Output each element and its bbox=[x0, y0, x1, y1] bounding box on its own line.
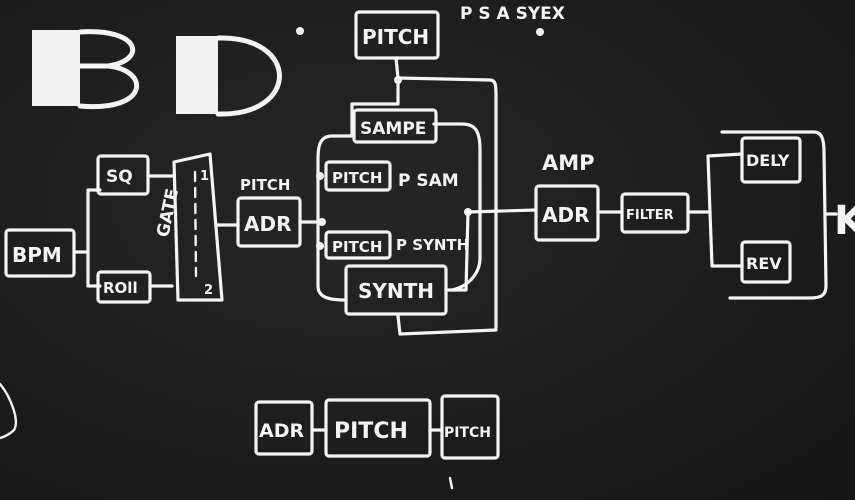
reverb-block[interactable]: REV bbox=[740, 240, 792, 284]
junction-dot bbox=[316, 172, 324, 180]
delay-block[interactable]: DELY bbox=[740, 136, 802, 184]
bpm-block[interactable]: BPM bbox=[4, 228, 76, 278]
amp-adr-block[interactable]: ADR bbox=[534, 184, 600, 242]
title-bd: BD bbox=[0, 0, 282, 117]
amp-adr-label: ADR bbox=[542, 203, 589, 227]
gate-label: GATE bbox=[153, 187, 183, 239]
sample-label: SAMPE bbox=[360, 119, 426, 139]
bottom-pitch-2-label: PITCH bbox=[444, 425, 491, 441]
synth-label: SYNTH bbox=[358, 279, 434, 303]
fx-outline bbox=[720, 130, 828, 300]
amp-label: AMP bbox=[542, 151, 595, 175]
sq-block[interactable]: SQ bbox=[96, 154, 150, 196]
pitch-feedback-loop bbox=[396, 76, 498, 336]
sq-label: SQ bbox=[106, 167, 133, 187]
pitch-b-block[interactable]: PITCH bbox=[324, 230, 392, 260]
reverb-label: REV bbox=[746, 254, 782, 273]
chalk-mark bbox=[0, 382, 17, 440]
pitch-adr-label: ADR bbox=[244, 212, 291, 236]
bpm-label: BPM bbox=[12, 243, 62, 267]
bpm-to-roll-wire bbox=[86, 250, 102, 288]
synth-block[interactable]: SYNTH bbox=[344, 264, 448, 316]
fx-split-bottom bbox=[708, 210, 744, 268]
pitch-top-block[interactable]: PITCH bbox=[354, 10, 440, 60]
filter-label: FILTER bbox=[626, 208, 674, 223]
header-note: P S A SYEX bbox=[460, 4, 565, 24]
roll-label: ROll bbox=[103, 279, 138, 297]
pitch-b-label: PITCH bbox=[332, 238, 382, 256]
bottom-adr-block[interactable]: ADR bbox=[254, 400, 314, 456]
source-outline-left bbox=[316, 102, 354, 302]
pitch-env-label: PITCH bbox=[240, 176, 290, 194]
pitch-adr-block[interactable]: ADR bbox=[236, 196, 302, 248]
pitch-top-label: PITCH bbox=[362, 25, 429, 49]
junction-dot bbox=[394, 76, 402, 84]
synth-out-wire bbox=[444, 210, 470, 292]
mix-to-amp-wire bbox=[466, 208, 538, 214]
delay-label: DELY bbox=[746, 151, 790, 170]
pitch-top-to-sample-wire bbox=[350, 76, 400, 106]
pitch-top-wire bbox=[394, 56, 400, 80]
bpm-to-sq-wire bbox=[72, 188, 102, 254]
chalk-dot bbox=[296, 27, 304, 35]
pitch-a-block[interactable]: PITCH bbox=[324, 160, 392, 192]
source-outline-right bbox=[432, 122, 482, 292]
sample-block[interactable]: SAMPE bbox=[352, 108, 438, 144]
gate-out-1: 1 bbox=[200, 169, 209, 184]
pitch-a-label: PITCH bbox=[332, 169, 382, 187]
roll-block[interactable]: ROll bbox=[96, 270, 152, 304]
output-label: K bbox=[834, 198, 855, 244]
junction-dot bbox=[316, 242, 324, 250]
title-text: BD bbox=[0, 0, 2, 1]
psynth-label: P SYNTH bbox=[396, 236, 469, 254]
bottom-pitch-1-block[interactable]: PITCH bbox=[324, 398, 432, 458]
bottom-adr-label: ADR bbox=[259, 420, 304, 442]
chalk-mark bbox=[448, 476, 454, 490]
gate-out-2: 2 bbox=[204, 283, 213, 298]
filter-block[interactable]: FILTER bbox=[620, 192, 690, 234]
psam-label: P SAM bbox=[398, 171, 459, 191]
bottom-pitch-1-label: PITCH bbox=[334, 419, 408, 444]
junction-dot bbox=[318, 218, 326, 226]
output-block[interactable]: K bbox=[834, 198, 855, 244]
bottom-pitch-2-block[interactable]: PITCH bbox=[440, 394, 500, 460]
chalk-dot bbox=[536, 28, 544, 36]
fx-split-top bbox=[706, 152, 744, 214]
